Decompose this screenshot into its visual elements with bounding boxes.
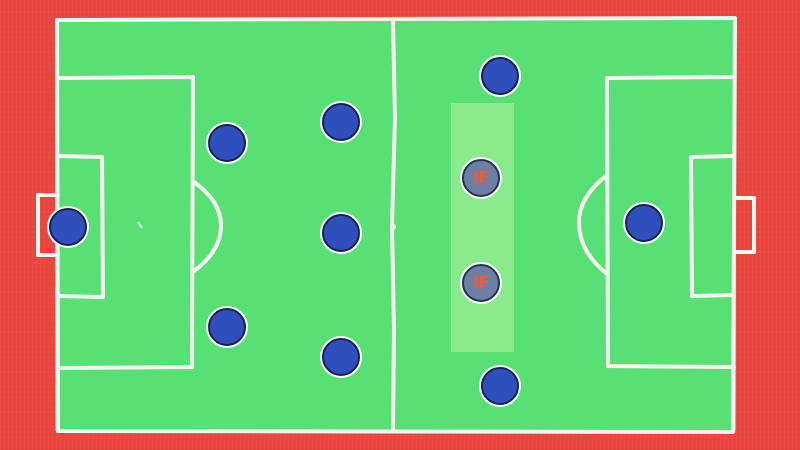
player-opponent-goalkeeper[interactable] [625, 204, 663, 242]
player-midfielder-center[interactable] [322, 214, 360, 252]
inside-forward-label: IF [473, 168, 490, 188]
player-inside-forward-top[interactable]: IF [462, 159, 500, 197]
left-penalty-spot [137, 221, 143, 229]
inside-forward-label: IF [473, 273, 490, 293]
left-goal [36, 193, 60, 257]
right-goal-area [689, 154, 736, 298]
right-penalty-area [605, 75, 736, 369]
pitch-boundary [55, 16, 737, 434]
player-winger-bottom[interactable] [481, 367, 519, 405]
left-penalty-arc [192, 180, 224, 273]
right-goal [732, 196, 756, 254]
inside-forward-zone [451, 103, 514, 352]
left-penalty-area [56, 75, 195, 370]
left-goal-area [56, 154, 105, 299]
center-spot [390, 224, 396, 230]
player-defender-bottom[interactable] [208, 308, 246, 346]
player-winger-top[interactable] [481, 57, 519, 95]
player-goalkeeper[interactable] [49, 208, 87, 246]
right-penalty-arc [576, 174, 608, 275]
player-defender-top[interactable] [208, 124, 246, 162]
player-midfielder-bottom[interactable] [322, 338, 360, 376]
player-midfielder-top[interactable] [322, 103, 360, 141]
player-inside-forward-bottom[interactable]: IF [462, 264, 500, 302]
